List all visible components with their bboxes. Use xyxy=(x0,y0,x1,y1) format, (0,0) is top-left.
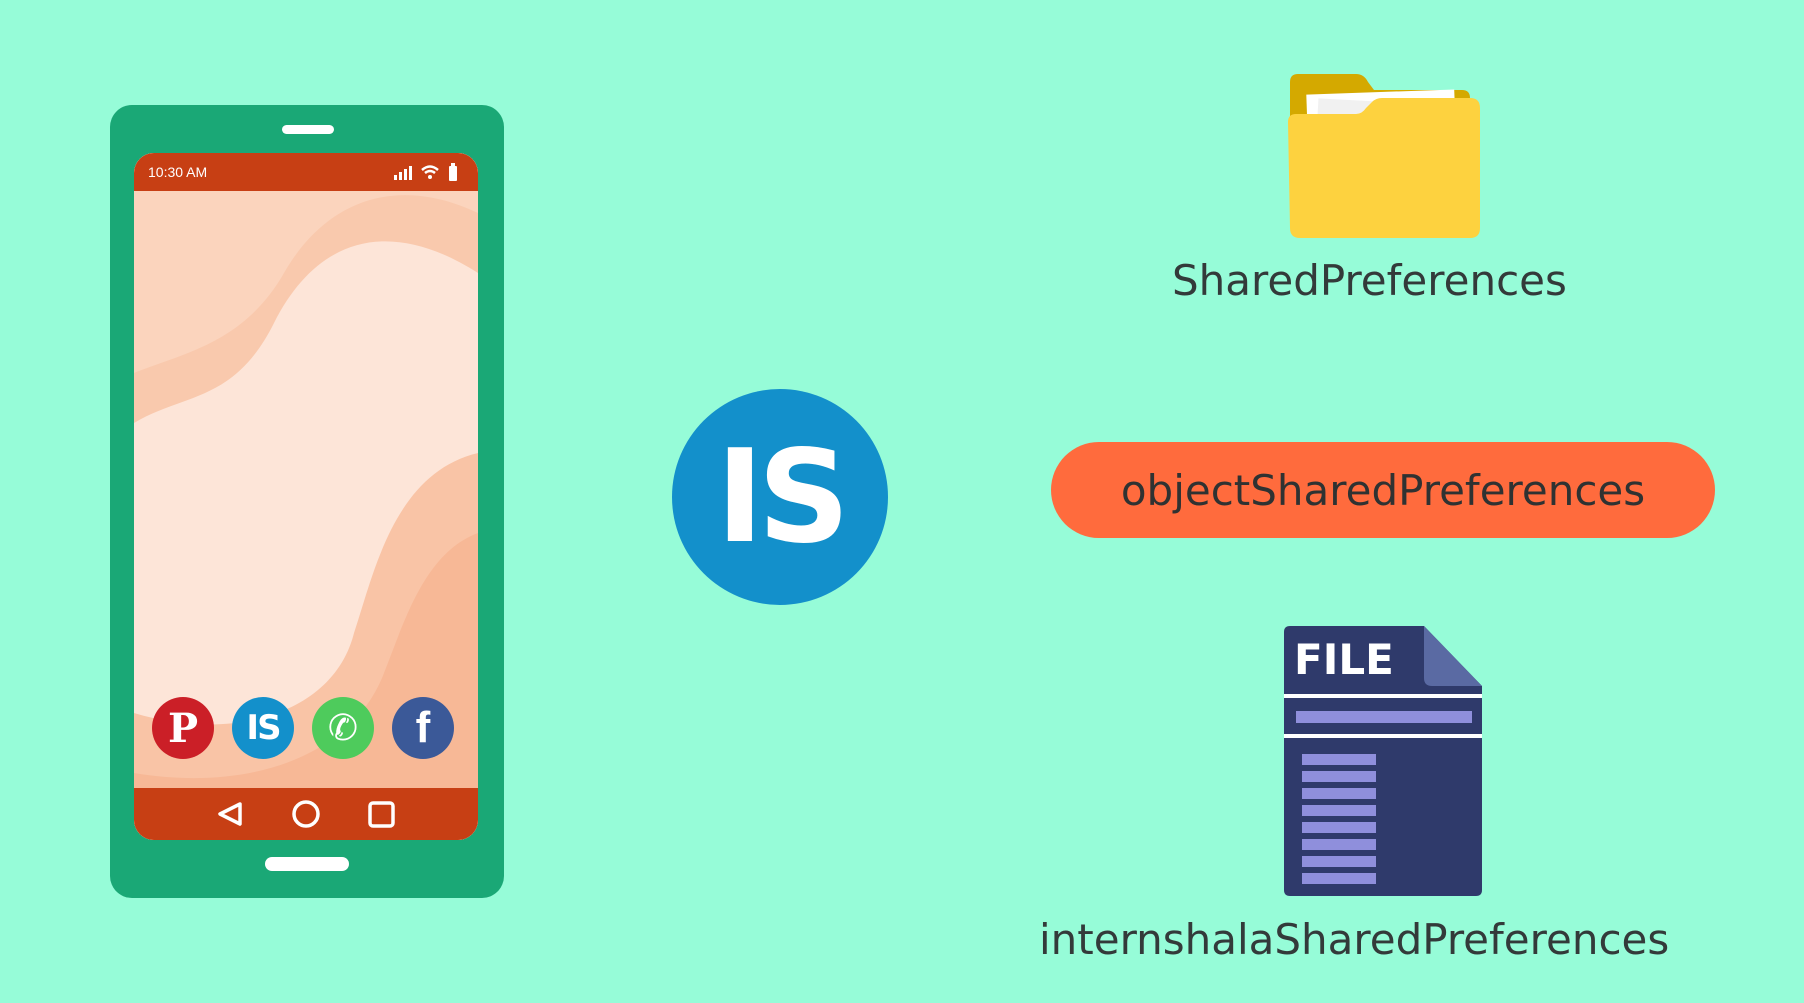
whatsapp-glyph: ✆ xyxy=(327,707,359,749)
phone-speaker xyxy=(282,125,334,134)
pinterest-app-icon[interactable]: P xyxy=(152,697,214,759)
wifi-icon xyxy=(421,165,439,179)
internshala-glyph: IS xyxy=(246,708,281,748)
nav-buttons xyxy=(218,800,395,828)
facebook-app-icon[interactable]: f xyxy=(392,697,454,759)
folder-icon xyxy=(1288,74,1480,238)
phone-home-bar xyxy=(265,857,349,871)
object-label: objectSharedPreferences xyxy=(1120,465,1646,515)
logo-text: IS xyxy=(716,422,850,572)
phone-screen: 10:30 AM P IS ✆ xyxy=(134,153,478,840)
whatsapp-app-icon[interactable]: ✆ xyxy=(312,697,374,759)
status-time: 10:30 AM xyxy=(148,164,208,180)
file-label: internshalaSharedPreferences xyxy=(1039,915,1670,964)
internshala-app-icon[interactable]: IS xyxy=(232,697,294,759)
recents-icon xyxy=(368,801,395,828)
battery-icon xyxy=(449,163,457,181)
object-shared-preferences-pill: objectSharedPreferences xyxy=(1051,442,1715,538)
status-icons xyxy=(394,163,457,181)
back-icon xyxy=(218,802,242,826)
facebook-glyph: f xyxy=(415,703,431,752)
file-icon: FILE xyxy=(1284,626,1482,896)
status-bar: 10:30 AM xyxy=(134,153,478,191)
navigation-bar xyxy=(134,788,478,840)
file-icon-text: FILE xyxy=(1294,635,1394,684)
shared-preferences-label: SharedPreferences xyxy=(1172,256,1567,305)
pinterest-glyph: P xyxy=(167,704,199,752)
phone-illustration: 10:30 AM P IS ✆ xyxy=(110,105,504,898)
home-icon xyxy=(292,800,320,828)
internshala-logo: IS xyxy=(672,389,888,605)
signal-icon xyxy=(394,166,412,180)
